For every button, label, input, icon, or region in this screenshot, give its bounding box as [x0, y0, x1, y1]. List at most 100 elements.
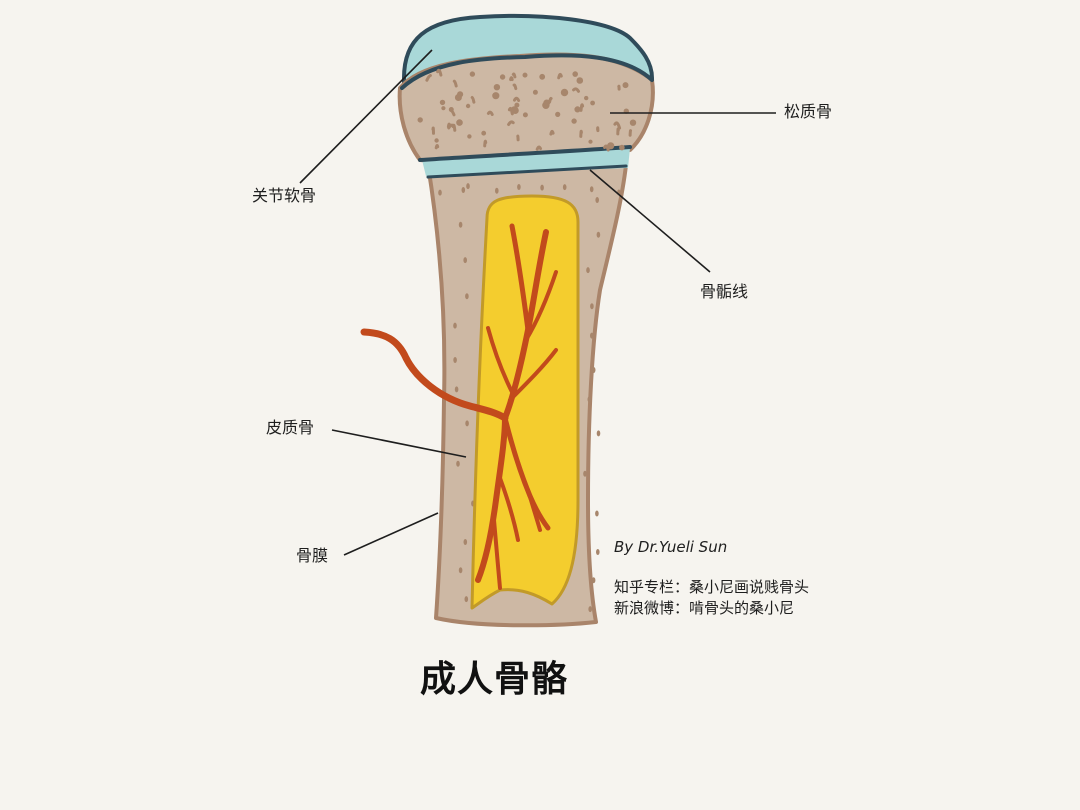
credit-author: By Dr.Yueli Sun [614, 538, 728, 556]
spongy-speck [448, 107, 454, 112]
spongy-speck [417, 117, 423, 123]
spongy-speck [509, 76, 514, 82]
label-articular-cartilage: 关节软骨 [252, 186, 317, 205]
compact-speck [591, 367, 596, 373]
compact-bone-texture [438, 183, 621, 613]
spongy-speck [469, 71, 476, 77]
spongy-speck [514, 102, 520, 108]
compact-speck [461, 187, 466, 193]
spongy-speck [511, 72, 517, 79]
spongy-speck [522, 112, 528, 118]
spongy-speck [539, 73, 546, 80]
compact-speck [596, 549, 600, 555]
spongy-speck [434, 138, 439, 143]
leader-articular-cartilage [299, 49, 433, 184]
spongy-bone-texture [417, 68, 637, 152]
compact-speck [517, 184, 521, 190]
spongy-speck [579, 103, 585, 112]
compact-speck [583, 470, 587, 477]
vessel-branch-mid-left [486, 326, 514, 394]
compact-speck [454, 386, 459, 393]
spongy-speck [431, 126, 435, 135]
spongy-speck [467, 134, 472, 139]
spongy-speck [499, 74, 506, 80]
diagram-title: 成人骨骼 [420, 659, 569, 700]
spongy-speck [571, 118, 577, 124]
spongy-speck [576, 77, 584, 84]
spongy-speck [555, 111, 561, 118]
spongy-speck [486, 110, 494, 116]
spongy-speck [513, 96, 521, 102]
spongy-speck [579, 129, 583, 138]
spongy-speck [425, 74, 432, 82]
compact-speck [588, 606, 592, 613]
spongy-speck [441, 106, 446, 111]
compact-speck [586, 267, 590, 274]
label-periosteum: 骨膜 [296, 546, 329, 565]
label-compact-bone: 皮质骨 [266, 418, 315, 437]
compact-speck [453, 322, 457, 329]
spongy-speck [616, 127, 620, 136]
vessel-descending-left [475, 415, 508, 583]
vessel-lower-left-tip [492, 518, 502, 590]
spongy-speck [574, 106, 581, 113]
compact-speck [453, 357, 457, 363]
spongy-speck [454, 94, 462, 101]
spongy-speck [542, 101, 550, 110]
spongy-speck [434, 143, 440, 150]
spongy-speck [603, 144, 610, 152]
spongy-speck [588, 139, 593, 144]
vessel-lower-right [526, 488, 542, 532]
label-spongy-bone: 松质骨 [784, 102, 833, 121]
epiphyseal-line-lower [426, 164, 628, 179]
compact-speck [495, 187, 499, 194]
compact-speck [590, 332, 594, 339]
spongy-speck [512, 83, 518, 91]
spongy-speck [465, 103, 471, 109]
spongy-speck [492, 92, 500, 100]
compact-speck [595, 510, 599, 517]
compact-speck [596, 430, 601, 437]
compact-speck [458, 567, 463, 574]
leader-periosteum [343, 512, 439, 556]
spongy-speck [629, 119, 637, 126]
leader-compact-bone [331, 429, 467, 458]
compact-speck [591, 577, 596, 584]
spongy-speck [532, 89, 538, 95]
compact-speck [438, 189, 442, 196]
compact-speck [562, 184, 567, 191]
compact-speck [464, 596, 469, 603]
compact-speck [596, 231, 601, 238]
compact-speck [465, 293, 469, 300]
spongy-speck [535, 145, 542, 151]
spongy-speck [619, 144, 625, 151]
spongy-speck [436, 68, 443, 77]
compact-speck [589, 186, 594, 193]
articular-cartilage-boundary [400, 53, 654, 90]
credit-weibo: 新浪微博：啃骨头的桑小尼 [614, 599, 795, 617]
label-epiphyseal-line: 骨骺线 [700, 282, 749, 301]
spongy-speck [493, 84, 501, 91]
credit-zhihu: 知乎专栏：桑小尼画说贱骨头 [614, 578, 810, 596]
spongy-speck [572, 71, 579, 77]
spongy-speck [549, 129, 555, 136]
spongy-speck [557, 72, 563, 80]
vessel-branch-mid-right [508, 348, 558, 402]
spongy-speck [470, 96, 476, 104]
spongy-speck [481, 130, 487, 136]
spongy-speck [452, 79, 458, 88]
blood-vessels [360, 223, 558, 590]
spongy-speck [613, 121, 622, 130]
leader-lines [299, 49, 776, 556]
compact-speck [540, 184, 544, 191]
spongy-speck [590, 100, 595, 106]
compact-speck [456, 460, 460, 467]
spongy-speck [584, 95, 589, 101]
spongy-speck [548, 96, 553, 104]
compact-speck [465, 420, 469, 427]
compact-speck [463, 539, 468, 545]
compact-speck [463, 257, 468, 264]
nutrient-artery [360, 328, 509, 422]
